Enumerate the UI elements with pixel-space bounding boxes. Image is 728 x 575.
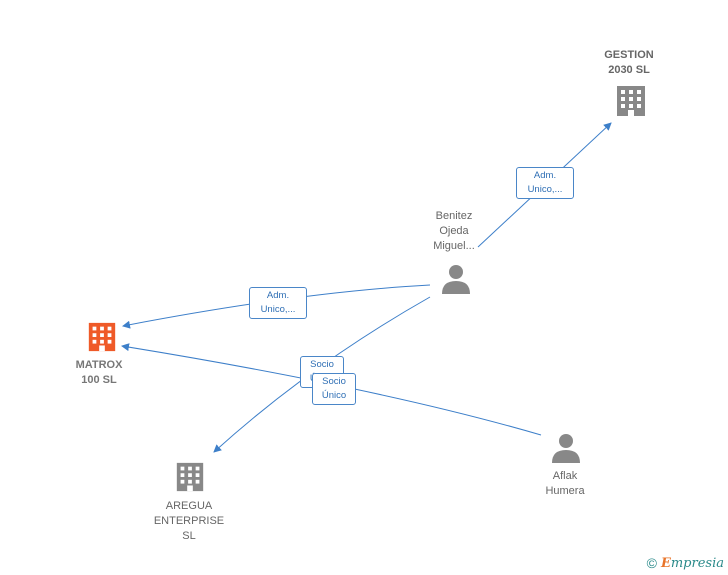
footer-brand: © Empresia [647, 555, 724, 571]
node-label-line: Ojeda [439, 225, 469, 237]
node-label-gestion[interactable]: GESTION 2030 SL [590, 48, 668, 78]
edge-label-benitez-gestion[interactable]: Adm. Unico,... [516, 167, 574, 199]
node-label-line: Benitez [435, 210, 473, 222]
node-label-line: AREGUA [165, 500, 213, 512]
node-label-line: Miguel... [433, 240, 475, 252]
brand-initial: E [660, 555, 671, 571]
building-icon[interactable] [614, 84, 648, 118]
node-label-line: ENTERPRISE [153, 515, 225, 527]
edge-label-line: Socio [310, 359, 334, 370]
edge-label-line: Adm. [533, 170, 557, 181]
building-icon[interactable] [86, 320, 118, 354]
edge-label-aflak-matrox[interactable]: Socio Único [312, 373, 356, 405]
node-label-line: MATROX [75, 359, 123, 371]
node-label-line: SL [182, 530, 196, 542]
node-label-line: Humera [545, 485, 585, 497]
edge-label-line: Socio [322, 376, 346, 387]
node-label-line: Aflak [552, 470, 578, 482]
brand-rest: mpresia [670, 555, 724, 571]
edge-label-line: Único [321, 390, 347, 401]
node-label-line: GESTION [604, 49, 654, 61]
building-icon[interactable] [174, 460, 206, 494]
edge-label-line: Adm. [266, 290, 290, 301]
edge-label-line: Unico,... [527, 184, 563, 195]
node-label-matrox[interactable]: MATROX 100 SL [60, 358, 138, 388]
person-icon[interactable] [441, 263, 471, 295]
node-label-aflak[interactable]: Aflak Humera [526, 469, 604, 499]
node-label-line: 100 SL [81, 374, 117, 386]
edge-label-benitez-matrox[interactable]: Adm. Unico,... [249, 287, 307, 319]
brand-logo: Empresia [661, 556, 724, 571]
node-label-aregua[interactable]: AREGUA ENTERPRISE SL [140, 499, 238, 544]
edge-label-line: Unico,... [260, 304, 296, 315]
copyright-icon: © [646, 555, 657, 571]
person-icon[interactable] [551, 432, 581, 464]
node-label-line: 2030 SL [608, 64, 650, 76]
node-label-benitez[interactable]: Benitez Ojeda Miguel... [414, 209, 494, 254]
